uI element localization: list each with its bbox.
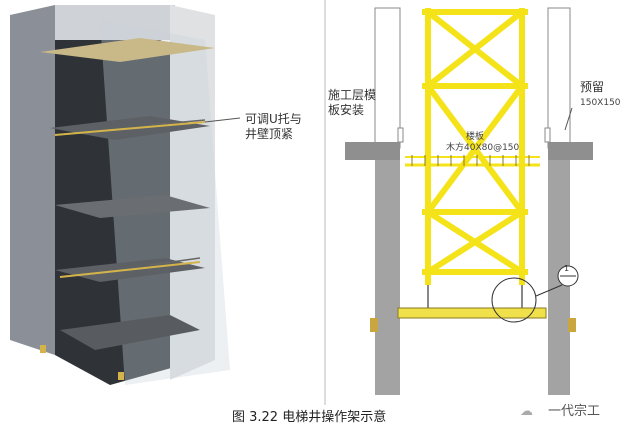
formwork-line-2: 板安装 — [328, 103, 365, 117]
figure-caption: 图 3.22 电梯井操作架示意 — [232, 410, 387, 425]
shaft-walls — [345, 7, 593, 395]
detail-mark-number: 1 — [564, 264, 570, 273]
reserved-label: 预留 — [580, 80, 605, 94]
elevator-shaft-render — [10, 5, 241, 385]
board-label: 楼板 — [466, 132, 485, 142]
detail-circle — [491, 277, 537, 323]
formwork-line-1: 施工层模 — [328, 88, 377, 102]
wechat-icon: ☁ — [520, 404, 533, 419]
watermark: 一代宗工 — [548, 404, 601, 419]
callout-line-2: 井壁顶紧 — [245, 127, 294, 141]
callout-line-1: 可调U托与 — [245, 112, 302, 126]
formwork-label: 施工层模 板安装 — [328, 88, 376, 118]
timber-label: 木方40X80@150 — [446, 143, 520, 153]
u-support-callout: 可调U托与 井壁顶紧 — [245, 112, 302, 142]
bottom-platform — [397, 307, 547, 319]
operation-frame — [405, 8, 540, 285]
reserved-size: 150X150 — [580, 98, 621, 108]
